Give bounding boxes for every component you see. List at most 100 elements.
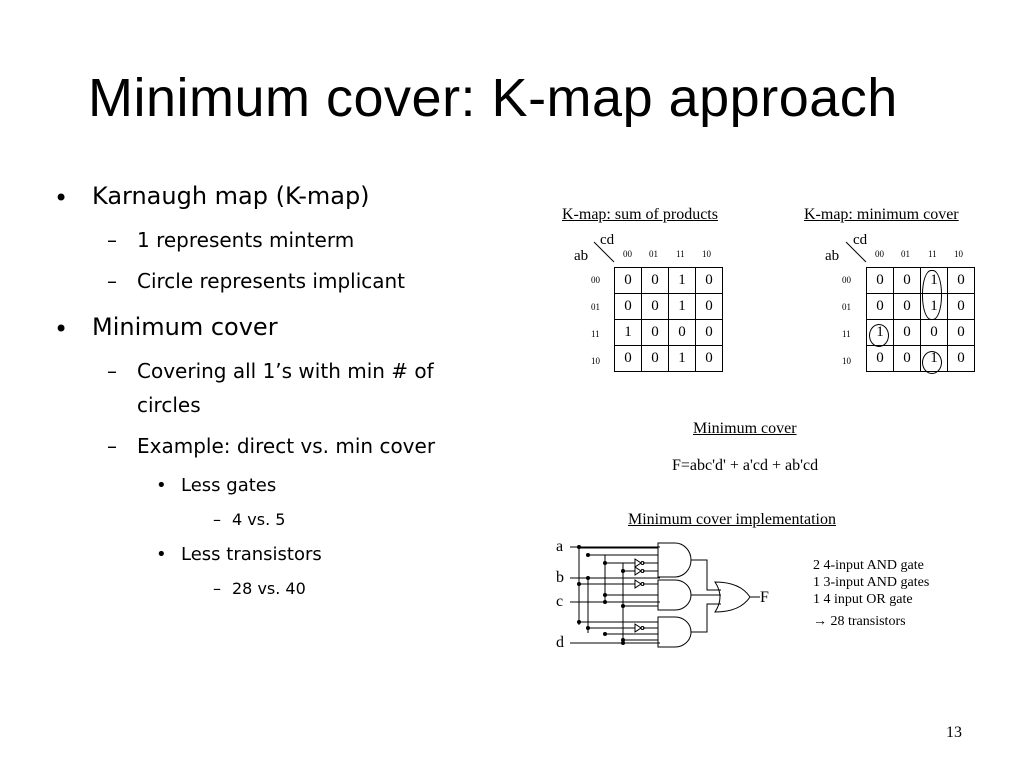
bullet-covering-line1: Covering all 1’s with min # of — [137, 359, 434, 383]
kmap-cell: 0 — [641, 293, 669, 320]
dash-marker: – — [107, 269, 117, 293]
dash-marker: – — [107, 359, 117, 383]
bullet-less-transistors-value: 28 vs. 40 — [232, 579, 306, 598]
input-label-b: b — [556, 569, 564, 586]
kmap-sop-corner-diagonal — [593, 241, 615, 263]
kmap-sop-col-header: 00 — [623, 249, 632, 259]
bullet-less-gates-value: 4 vs. 5 — [232, 510, 286, 529]
kmap-min-corner-diagonal — [845, 241, 867, 263]
kmap-cell: 0 — [893, 293, 921, 320]
kmap-cell: 0 — [947, 345, 975, 372]
inverter — [634, 558, 642, 568]
kmap-cell: 0 — [695, 345, 723, 372]
kmap-cell: 0 — [866, 267, 894, 294]
implementation-title: Minimum cover implementation — [628, 511, 836, 528]
kmap-cell: 1 — [614, 319, 642, 346]
kmap-cell: 0 — [695, 267, 723, 294]
kmap-sop-col-header: 10 — [702, 249, 711, 259]
kmap-cell: 0 — [641, 267, 669, 294]
kmap-min-col-var: cd — [853, 232, 868, 248]
note-and4: 2 4-input AND gate — [813, 558, 924, 573]
kmap-min-row-header: 11 — [842, 329, 851, 339]
bullet-marker: • — [54, 315, 69, 343]
or-gate — [714, 581, 751, 613]
kmap-cell: 0 — [866, 293, 894, 320]
input-label-a: a — [556, 538, 564, 555]
input-label-d: d — [556, 634, 564, 651]
kmap-sop-title: K-map: sum of products — [562, 206, 718, 223]
kmap-cell: 0 — [920, 319, 948, 346]
kmap-min-col-header: 01 — [901, 249, 910, 259]
kmap-min-grid: 0 0 1 0 0 0 1 0 1 0 0 0 0 0 1 0 — [866, 267, 975, 372]
kmap-cell: 1 — [668, 267, 696, 294]
output-label-f: F — [760, 589, 769, 606]
kmap-cell: 0 — [866, 345, 894, 372]
kmap-min-row-header: 01 — [842, 302, 851, 312]
kmap-cell: 1 — [668, 345, 696, 372]
implicant-circle-a'cd — [922, 270, 942, 320]
kmap-sop-row-var: ab — [574, 248, 589, 264]
inverter — [634, 623, 642, 633]
bullet-covering-line2: circles — [137, 393, 201, 417]
kmap-cell: 0 — [695, 319, 723, 346]
note-or4: 1 4 input OR gate — [813, 592, 913, 607]
note-and3: 1 3-input AND gates — [813, 575, 930, 590]
bullet-marker: • — [54, 184, 69, 212]
and-gate-2 — [657, 579, 692, 611]
bullet-less-gates: Less gates — [181, 475, 277, 496]
bullet-mincover: Minimum cover — [92, 313, 278, 341]
kmap-cell: 0 — [614, 345, 642, 372]
kmap-min-col-header: 10 — [954, 249, 963, 259]
bullet-marker: • — [156, 544, 167, 565]
kmap-cell: 0 — [947, 267, 975, 294]
kmap-min-row-var: ab — [825, 248, 840, 264]
slide-title: Minimum cover: K-map approach — [88, 68, 898, 128]
and-gate-3 — [657, 616, 692, 648]
kmap-cell: 0 — [668, 319, 696, 346]
kmap-sop-row-header: 01 — [591, 302, 600, 312]
dash-marker: – — [107, 228, 117, 252]
kmap-cell: 0 — [893, 319, 921, 346]
bullet-kmap: Karnaugh map (K-map) — [92, 182, 370, 210]
kmap-cell: 0 — [947, 319, 975, 346]
bullet-less-transistors: Less transistors — [181, 544, 322, 565]
kmap-cell: 0 — [893, 267, 921, 294]
note-transistors: → 28 transistors — [813, 614, 906, 629]
kmap-sop-grid: 0 0 1 0 0 0 1 0 1 0 0 0 0 0 1 0 — [614, 267, 723, 372]
kmap-sop-row-header: 00 — [591, 275, 600, 285]
dash-marker: – — [213, 579, 221, 598]
input-label-c: c — [556, 593, 564, 610]
and-gate-1 — [657, 542, 692, 578]
kmap-sop-row-header: 11 — [591, 329, 600, 339]
kmap-sop-col-var: cd — [600, 232, 615, 248]
kmap-cell: 0 — [947, 293, 975, 320]
kmap-cell: 0 — [641, 345, 669, 372]
logic-circuit-schematic — [570, 542, 760, 648]
kmap-min-title: K-map: minimum cover — [804, 206, 959, 223]
implicant-circle-ab'cd — [922, 351, 942, 374]
kmap-sop-row-header: 10 — [591, 356, 600, 366]
bullet-kmap-minterm: 1 represents minterm — [137, 228, 355, 252]
kmap-min-col-header: 00 — [875, 249, 884, 259]
dash-marker: – — [213, 510, 221, 529]
implementation-notes: 2 4-input AND gate 1 3-input AND gates 1… — [813, 557, 929, 630]
kmap-sop-col-header: 11 — [676, 249, 685, 259]
bullet-example: Example: direct vs. min cover — [137, 434, 436, 458]
minimum-cover-title: Minimum cover — [693, 420, 797, 437]
slide-number: 13 — [946, 724, 962, 741]
kmap-cell: 0 — [641, 319, 669, 346]
bullet-marker: • — [156, 475, 167, 496]
implicant-circle-abc'd' — [869, 324, 889, 347]
kmap-min-row-header: 10 — [842, 356, 851, 366]
kmap-sop-col-header: 01 — [649, 249, 658, 259]
kmap-min-col-header: 11 — [928, 249, 937, 259]
kmap-cell: 1 — [668, 293, 696, 320]
bullet-kmap-implicant: Circle represents implicant — [137, 269, 406, 293]
inverter — [634, 566, 642, 576]
kmap-cell: 0 — [695, 293, 723, 320]
kmap-cell: 0 — [614, 267, 642, 294]
minimum-cover-expression: F=abc'd' + a'cd + ab'cd — [672, 457, 819, 474]
inverter — [634, 579, 642, 589]
dash-marker: – — [107, 434, 117, 458]
kmap-cell: 0 — [893, 345, 921, 372]
